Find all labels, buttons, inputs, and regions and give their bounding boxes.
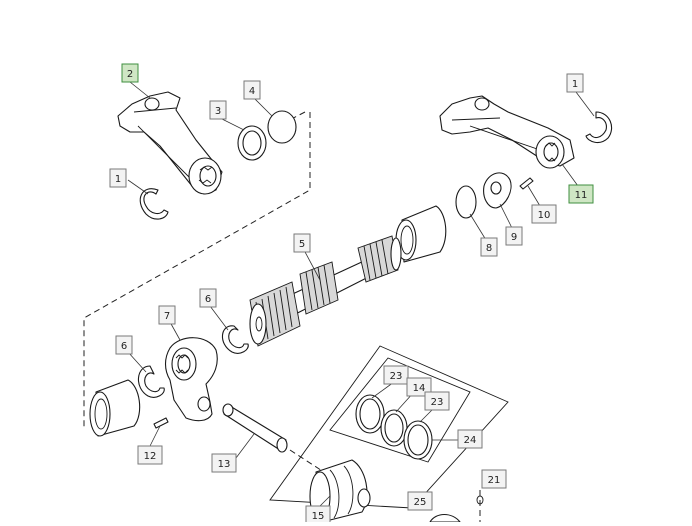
seal-kit-inner-box (329, 357, 471, 463)
callout-7[interactable]: 7 (158, 305, 176, 325)
left-snap-ring[interactable] (139, 188, 169, 220)
callout-2-left-arm[interactable]: 2 (121, 63, 139, 83)
callout-24[interactable]: 24 (457, 429, 483, 449)
assembly-dashed-outline (83, 112, 311, 428)
callout-1-left[interactable]: 1 (109, 168, 127, 188)
leader-lines (127, 81, 595, 509)
left-snap-ring-6[interactable] (137, 365, 165, 398)
retainer-plate-9[interactable] (483, 172, 512, 209)
callout-label: 9 (511, 232, 517, 243)
callout-label: 10 (538, 210, 551, 221)
rockshaft-arm-7[interactable] (164, 337, 218, 422)
callout-4[interactable]: 4 (243, 80, 261, 100)
callout-9[interactable]: 9 (505, 226, 523, 246)
roll-pin-12[interactable] (153, 417, 169, 429)
piston-pin-13[interactable] (222, 403, 288, 453)
callout-6-top[interactable]: 6 (199, 288, 217, 308)
callout-21[interactable]: 21 (481, 469, 507, 489)
piston-ring-23a[interactable] (355, 394, 385, 434)
callout-label: 2 (127, 69, 133, 80)
partial-lower-part (429, 513, 461, 523)
shaft-snap-ring[interactable] (221, 325, 249, 354)
callout-11-right-arm[interactable]: 11 (568, 184, 594, 204)
callout-label: 21 (488, 475, 501, 486)
plug-21[interactable] (476, 495, 484, 505)
callout-13[interactable]: 13 (211, 453, 237, 473)
callout-label: 6 (205, 294, 211, 305)
callout-label: 13 (218, 459, 231, 470)
callout-label: 23 (431, 397, 444, 408)
callout-25[interactable]: 25 (407, 491, 433, 511)
callout-6-left[interactable]: 6 (115, 335, 133, 355)
callout-label: 3 (215, 106, 221, 117)
callout-label: 6 (121, 341, 127, 352)
washer-8[interactable] (455, 185, 477, 219)
right-bushing[interactable] (395, 205, 447, 263)
roll-pin-10[interactable] (519, 177, 534, 190)
callout-label: 1 (115, 174, 121, 185)
right-snap-ring[interactable] (585, 111, 613, 144)
right-lift-arm[interactable] (439, 95, 575, 169)
callout-label: 12 (144, 451, 157, 462)
pin-alignment-line (289, 449, 331, 477)
callout-8[interactable]: 8 (480, 237, 498, 257)
bushing-ring-3[interactable] (237, 125, 267, 161)
callout-label: 24 (464, 435, 477, 446)
splined-shaft-5[interactable] (249, 235, 402, 347)
callout-1-right[interactable]: 1 (566, 73, 584, 93)
callout-3[interactable]: 3 (209, 100, 227, 120)
callout-label: 1 (572, 79, 578, 90)
callout-label: 25 (414, 497, 427, 508)
callout-23-b[interactable]: 23 (424, 391, 450, 411)
callout-label: 11 (575, 190, 588, 201)
callout-12[interactable]: 12 (137, 445, 163, 465)
callout-10[interactable]: 10 (531, 204, 557, 224)
left-bushing[interactable] (89, 379, 141, 437)
callout-label: 7 (164, 311, 170, 322)
left-lift-arm[interactable] (117, 91, 223, 195)
callout-label: 8 (486, 243, 492, 254)
callout-label: 5 (299, 239, 305, 250)
callout-23-a[interactable]: 23 (383, 365, 409, 385)
callout-label: 15 (312, 511, 325, 522)
callout-label: 23 (390, 371, 403, 382)
callout-label: 14 (413, 383, 426, 394)
callout-5[interactable]: 5 (293, 233, 311, 253)
seal-disc-4[interactable] (267, 110, 297, 144)
callout-15[interactable]: 15 (305, 505, 331, 525)
callout-label: 4 (249, 86, 255, 97)
piston-ring-23b[interactable] (403, 420, 433, 460)
piston-ring-14[interactable] (380, 409, 408, 447)
